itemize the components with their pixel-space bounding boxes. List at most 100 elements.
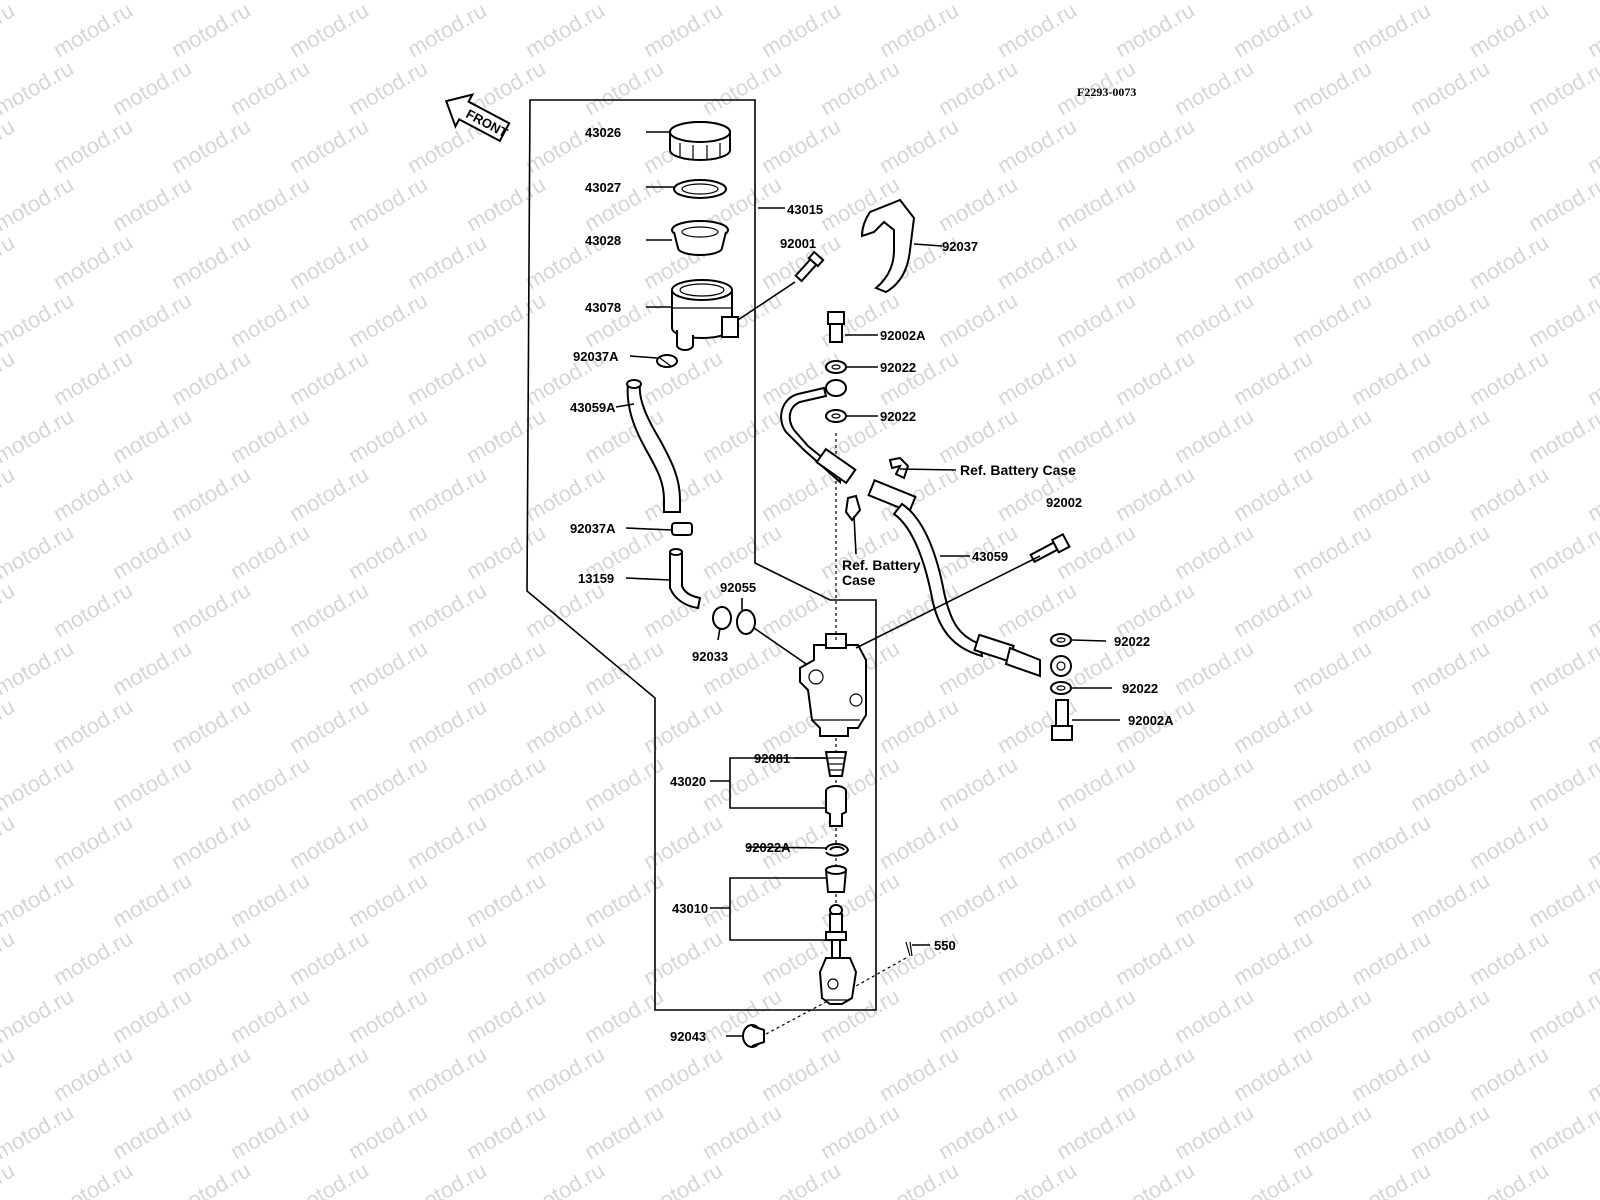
watermark-text: motod.ru bbox=[0, 171, 78, 236]
label-ref-battery-case-2-line2: Case bbox=[842, 572, 876, 588]
leader-92001-to-reservoir bbox=[737, 281, 796, 321]
watermark-text: motod.ru bbox=[0, 0, 19, 62]
watermark-text: motod.ru bbox=[1347, 925, 1435, 990]
watermark-text: motod.ru bbox=[1111, 229, 1199, 294]
watermark-text: motod.ru bbox=[1229, 693, 1317, 758]
watermark-text: motod.ru bbox=[0, 693, 19, 758]
watermark-text: motod.ru bbox=[403, 461, 491, 526]
diagram-code: F2293-0073 bbox=[1077, 85, 1136, 99]
hose-clip-lower bbox=[844, 494, 862, 522]
watermark-text: motod.ru bbox=[1229, 925, 1317, 990]
reservoir-cap-43026 bbox=[669, 121, 731, 161]
watermark-text: motod.ru bbox=[285, 0, 373, 62]
watermark-text: motod.ru bbox=[167, 345, 255, 410]
watermark-text: motod.ru bbox=[934, 867, 1022, 932]
washer-92022-2 bbox=[825, 409, 847, 423]
watermark-text: motod.ru bbox=[993, 925, 1081, 990]
watermark-text: motod.ru bbox=[1052, 403, 1140, 468]
watermark-text: motod.ru bbox=[1465, 1157, 1553, 1200]
watermark-text: motod.ru bbox=[344, 55, 432, 120]
watermark-text: motod.ru bbox=[1406, 751, 1494, 816]
watermark-text: motod.ru bbox=[993, 113, 1081, 178]
watermark-text: motod.ru bbox=[49, 809, 137, 874]
label-43028: 43028 bbox=[585, 233, 621, 248]
watermark-text: motod.ru bbox=[1524, 519, 1600, 584]
watermark-text: motod.ru bbox=[1170, 635, 1258, 700]
watermark-text: motod.ru bbox=[403, 1041, 491, 1106]
watermark-text: motod.ru bbox=[108, 171, 196, 236]
leader-oring-to-body bbox=[753, 627, 813, 669]
watermark-text: motod.ru bbox=[934, 403, 1022, 468]
watermark-text: motod.ru bbox=[698, 55, 786, 120]
bolt-92001 bbox=[794, 250, 825, 283]
watermark-text: motod.ru bbox=[934, 983, 1022, 1048]
watermark-text: motod.ru bbox=[993, 0, 1081, 62]
label-43015: 43015 bbox=[787, 202, 823, 217]
watermark-text: motod.ru bbox=[167, 461, 255, 526]
watermark-text: motod.ru bbox=[285, 1157, 373, 1200]
watermark-text: motod.ru bbox=[698, 983, 786, 1048]
label-43078: 43078 bbox=[585, 300, 621, 315]
watermark-text: motod.ru bbox=[875, 693, 963, 758]
bracket-92037 bbox=[860, 198, 916, 294]
watermark-text: motod.ru bbox=[403, 809, 491, 874]
clevis bbox=[818, 957, 858, 1005]
watermark-text: motod.ru bbox=[1288, 519, 1376, 584]
watermark-text: motod.ru bbox=[1465, 809, 1553, 874]
watermark-text: motod.ru bbox=[1583, 809, 1600, 874]
watermark-text: motod.ru bbox=[167, 809, 255, 874]
watermark-text: motod.ru bbox=[1052, 983, 1140, 1048]
watermark-text: motod.ru bbox=[167, 1157, 255, 1200]
watermark-text: motod.ru bbox=[462, 403, 550, 468]
watermark-text: motod.ru bbox=[1347, 1041, 1435, 1106]
watermark-text: motod.ru bbox=[993, 345, 1081, 410]
watermark-text: motod.ru bbox=[108, 751, 196, 816]
watermark-text: motod.ru bbox=[1288, 983, 1376, 1048]
watermark-text: motod.ru bbox=[1052, 1099, 1140, 1164]
circlip-92022a bbox=[825, 843, 850, 857]
watermark-text: motod.ru bbox=[403, 229, 491, 294]
watermark-text: motod.ru bbox=[226, 1099, 314, 1164]
watermark-text: motod.ru bbox=[1288, 867, 1376, 932]
watermark-text: motod.ru bbox=[108, 983, 196, 1048]
label-92037: 92037 bbox=[942, 239, 978, 254]
watermark-text: motod.ru bbox=[344, 867, 432, 932]
watermark-text: motod.ru bbox=[49, 229, 137, 294]
watermark-text: motod.ru bbox=[1052, 867, 1140, 932]
watermark-text: motod.ru bbox=[1524, 55, 1600, 120]
watermark-text: motod.ru bbox=[285, 113, 373, 178]
watermark-text: motod.ru bbox=[167, 229, 255, 294]
leader-lines bbox=[615, 131, 1120, 1037]
label-92055: 92055 bbox=[720, 580, 756, 595]
watermark-text: motod.ru bbox=[0, 229, 19, 294]
watermark-text: motod.ru bbox=[1229, 1041, 1317, 1106]
watermark-text: motod.ru bbox=[580, 635, 668, 700]
label-92033: 92033 bbox=[692, 649, 728, 664]
watermark-text: motod.ru bbox=[226, 635, 314, 700]
watermark-text: motod.ru bbox=[108, 403, 196, 468]
watermark-text: motod.ru bbox=[934, 287, 1022, 352]
watermark-text: motod.ru bbox=[0, 113, 19, 178]
watermark-text: motod.ru bbox=[285, 1041, 373, 1106]
label-92022a: 92022A bbox=[745, 840, 791, 855]
label-13159: 13159 bbox=[578, 571, 614, 586]
watermark-text: motod.ru bbox=[285, 461, 373, 526]
watermark-text: motod.ru bbox=[226, 403, 314, 468]
label-43020: 43020 bbox=[670, 774, 706, 789]
watermark-text: motod.ru bbox=[1170, 287, 1258, 352]
label-92081: 92081 bbox=[754, 751, 790, 766]
watermark-text: motod.ru bbox=[0, 809, 19, 874]
reservoir-43078 bbox=[671, 279, 739, 351]
watermark-text: motod.ru bbox=[1347, 809, 1435, 874]
watermark-text: motod.ru bbox=[1583, 577, 1600, 642]
watermark-text: motod.ru bbox=[1524, 751, 1600, 816]
watermark-text: motod.ru bbox=[1052, 171, 1140, 236]
watermark-text: motod.ru bbox=[639, 925, 727, 990]
watermark-text: motod.ru bbox=[1583, 461, 1600, 526]
watermark-text: motod.ru bbox=[580, 287, 668, 352]
watermark-text: motod.ru bbox=[108, 287, 196, 352]
watermark-text: motod.ru bbox=[167, 113, 255, 178]
watermark-text: motod.ru bbox=[49, 693, 137, 758]
watermark-text: motod.ru bbox=[1288, 751, 1376, 816]
